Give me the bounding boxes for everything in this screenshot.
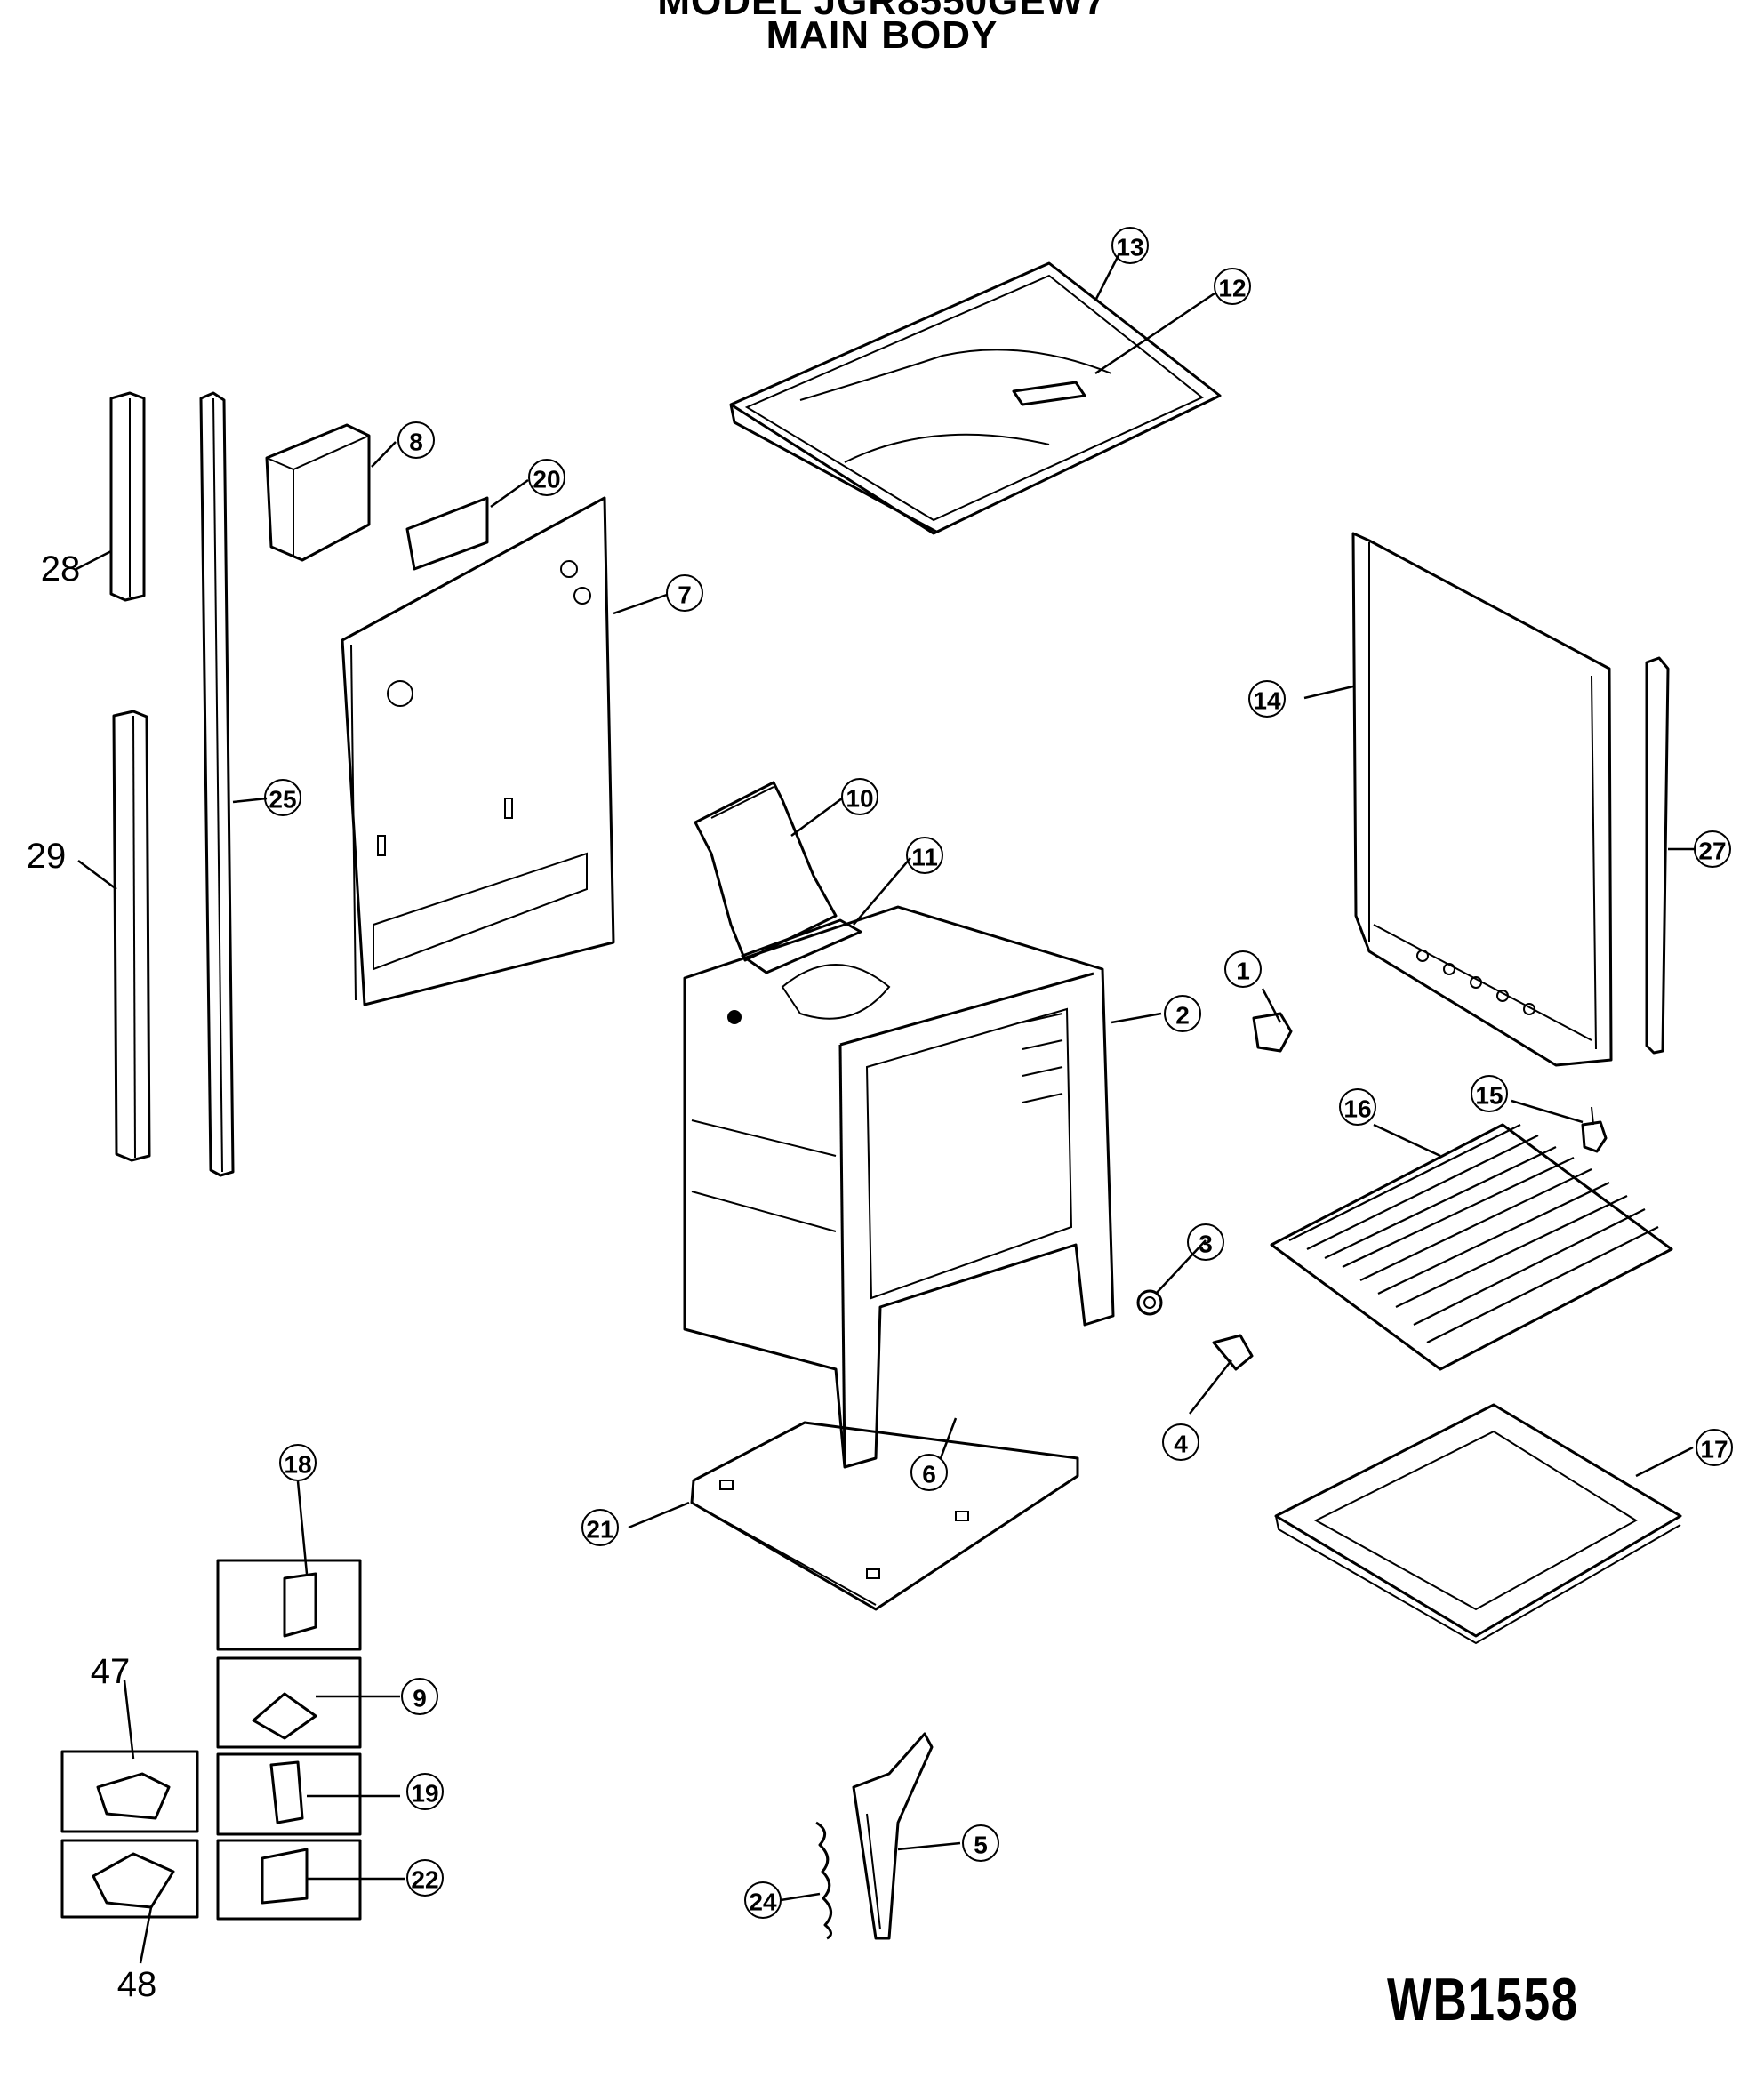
- callout-21: 21: [581, 1509, 619, 1546]
- part-13-top-panel: [729, 261, 1222, 535]
- part-3-grommet: [1136, 1289, 1163, 1316]
- part-2-oven-body: [683, 905, 1115, 1469]
- svg-text:5: 5: [974, 1832, 988, 1859]
- callout-20: 20: [528, 459, 565, 496]
- svg-text:3: 3: [1199, 1231, 1213, 1258]
- svg-text:18: 18: [284, 1451, 311, 1479]
- callout-19: 19: [406, 1773, 444, 1810]
- inset-box-48: [60, 1839, 199, 1919]
- svg-text:19: 19: [411, 1780, 438, 1808]
- callout-4: 4: [1162, 1423, 1199, 1461]
- callout-27: 27: [1694, 830, 1731, 868]
- part-28-short-trim: [109, 391, 146, 602]
- part-15-rack-support: [1581, 1106, 1608, 1153]
- svg-text:2: 2: [1175, 1002, 1190, 1030]
- callout-18: 18: [279, 1444, 317, 1481]
- part-8-junction-box: [265, 423, 371, 562]
- svg-text:15: 15: [1475, 1082, 1503, 1110]
- callout-16: 16: [1339, 1088, 1376, 1126]
- svg-text:21: 21: [586, 1516, 613, 1544]
- part-5-door-hinge: [852, 1732, 934, 1940]
- svg-text:7: 7: [678, 581, 692, 609]
- label-48: 48: [117, 1965, 157, 2004]
- svg-text:4: 4: [1174, 1431, 1188, 1458]
- svg-text:16: 16: [1343, 1095, 1371, 1123]
- callout-10: 10: [841, 778, 878, 815]
- callout-1: 1: [1224, 950, 1262, 988]
- svg-text:17: 17: [1700, 1436, 1728, 1464]
- callout-6: 6: [910, 1454, 948, 1491]
- label-28: 28: [41, 549, 81, 589]
- part-29-long-trim: [112, 710, 151, 1162]
- callout-13: 13: [1111, 227, 1149, 264]
- model-title: MODEL JGR8550GEW7: [657, 0, 1107, 23]
- part-10-flue-duct: [694, 781, 838, 962]
- callout-2: 2: [1164, 995, 1201, 1032]
- svg-text:14: 14: [1253, 687, 1281, 715]
- callout-22: 22: [406, 1859, 444, 1897]
- part-17-broiler-pan: [1274, 1403, 1682, 1645]
- leader-lines: [76, 254, 1695, 1964]
- callout-24: 24: [744, 1881, 782, 1919]
- part-4-plug: [1212, 1334, 1254, 1371]
- callout-9: 9: [401, 1678, 438, 1715]
- svg-text:22: 22: [411, 1866, 438, 1894]
- svg-text:25: 25: [269, 786, 296, 814]
- svg-text:20: 20: [533, 466, 560, 493]
- callout-7: 7: [666, 574, 703, 612]
- part-12-top-vent: [1012, 381, 1086, 406]
- svg-text:10: 10: [846, 785, 873, 813]
- svg-text:8: 8: [409, 429, 423, 456]
- callout-8: 8: [397, 421, 435, 459]
- callout-17: 17: [1696, 1429, 1733, 1466]
- svg-text:13: 13: [1116, 234, 1143, 261]
- callout-3: 3: [1187, 1223, 1224, 1261]
- callout-15: 15: [1471, 1075, 1508, 1112]
- part-16-oven-rack: [1270, 1123, 1673, 1371]
- callout-5: 5: [962, 1824, 999, 1862]
- callout-14: 14: [1248, 680, 1286, 718]
- callout-12: 12: [1214, 268, 1251, 305]
- callout-25: 25: [264, 779, 301, 816]
- inset-box-18: [216, 1559, 362, 1651]
- svg-text:6: 6: [922, 1461, 936, 1488]
- part-11-flue-gasket: [741, 918, 862, 974]
- svg-text:24: 24: [749, 1889, 777, 1916]
- part-14-door-frame: [1351, 532, 1613, 1067]
- inset-box-19: [216, 1752, 362, 1836]
- section-title: MAIN BODY: [766, 13, 998, 57]
- part-24-hinge-spring: [815, 1821, 832, 1940]
- part-27-door-seal: [1645, 656, 1670, 1055]
- drawing-code: WB1558: [1387, 1966, 1579, 2033]
- part-21-bottom-plate: [690, 1421, 1079, 1611]
- part-1-knob: [1252, 1012, 1293, 1053]
- svg-text:12: 12: [1218, 275, 1246, 302]
- svg-text:11: 11: [911, 844, 938, 871]
- svg-text:1: 1: [1236, 958, 1250, 985]
- part-20-bracket: [405, 496, 489, 571]
- part-25-side-trim: [199, 391, 235, 1177]
- inset-box-9: [216, 1656, 362, 1749]
- inset-box-47: [60, 1750, 199, 1833]
- callout-11: 11: [906, 837, 943, 874]
- svg-text:27: 27: [1698, 838, 1726, 865]
- label-29: 29: [27, 837, 67, 876]
- svg-text:9: 9: [413, 1685, 427, 1712]
- label-47: 47: [91, 1652, 131, 1691]
- part-7-back-panel: [341, 496, 615, 1006]
